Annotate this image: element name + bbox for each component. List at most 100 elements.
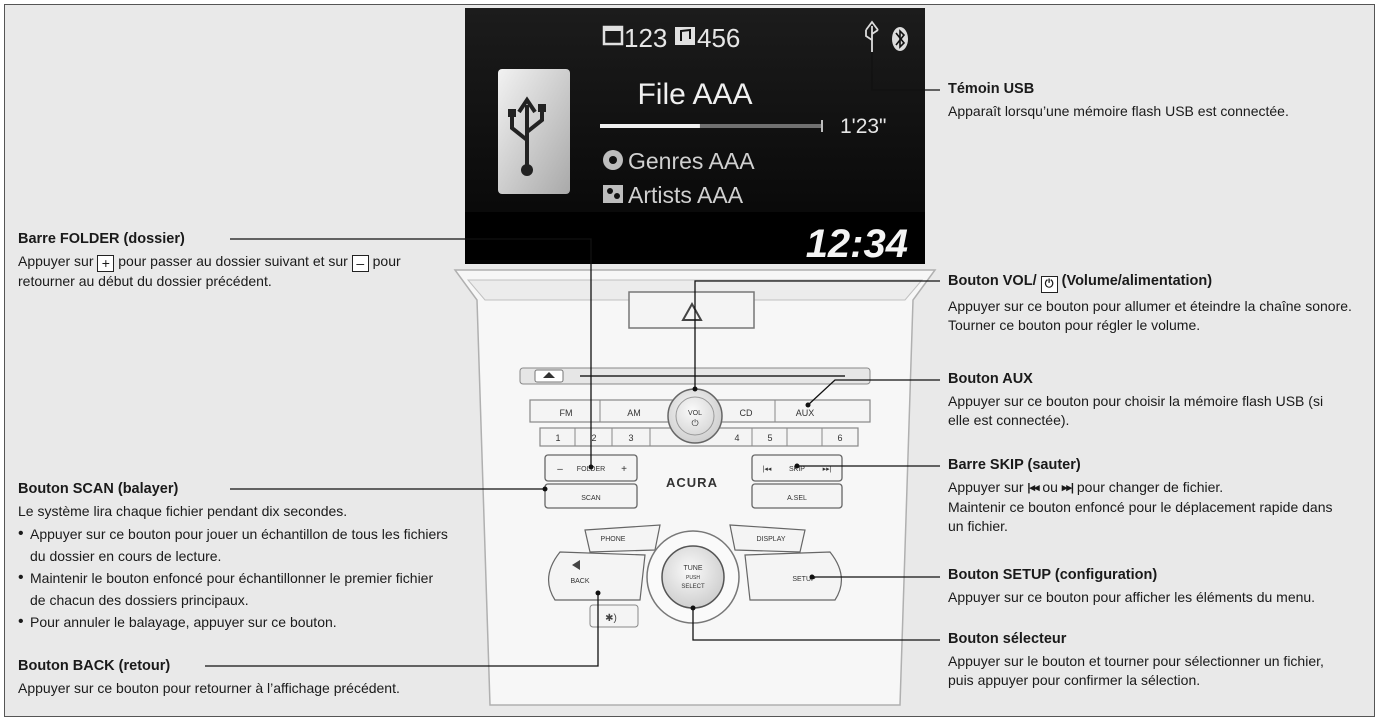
scan-button-desc: Le système lira chaque fichier pendant d… bbox=[18, 503, 348, 519]
folder-desc-part: pour retourner au début du dossier précé… bbox=[18, 253, 401, 289]
skip-bar-label-block: Barre SKIP (sauter) Appuyer sur |◂◂ ou ▸… bbox=[948, 456, 1348, 536]
phone-button[interactable]: PHONE bbox=[584, 524, 661, 553]
aux-button[interactable]: AUX bbox=[796, 408, 815, 418]
am-button[interactable]: AM bbox=[627, 408, 641, 418]
scan-bullet: Pour annuler le balayage, appuyer sur ce… bbox=[18, 611, 448, 633]
callout-dots bbox=[542, 386, 815, 611]
preset-6[interactable]: 6 bbox=[837, 433, 842, 443]
back-button-title: Bouton BACK (retour) bbox=[18, 658, 171, 674]
skip-desc-part: Appuyer sur bbox=[948, 479, 1024, 495]
skip-desc-part: ou bbox=[1042, 479, 1058, 495]
power-key-icon: ⏻ bbox=[1040, 276, 1058, 293]
folder-plus[interactable]: + bbox=[621, 464, 627, 475]
dimmer-button[interactable]: ✱) bbox=[589, 604, 639, 628]
skip-next[interactable]: ▸▸| bbox=[823, 466, 832, 473]
dimmer-icon: ✱) bbox=[605, 613, 617, 624]
cd-button[interactable]: CD bbox=[740, 408, 753, 418]
display-screen: 123 456 File AAA 1'23" Gen bbox=[465, 8, 925, 266]
progress-bar bbox=[600, 120, 823, 132]
track-count: 456 bbox=[697, 23, 740, 53]
back-button[interactable]: BACK bbox=[548, 551, 646, 601]
preset-4[interactable]: 4 bbox=[734, 433, 739, 443]
preset-5[interactable]: 5 bbox=[767, 433, 772, 443]
scan-bullet: Appuyer sur ce bouton pour jouer un écha… bbox=[18, 523, 448, 567]
scan-button-label: SCAN bbox=[581, 495, 600, 502]
phone-button-label: PHONE bbox=[601, 536, 626, 543]
minus-key-icon: – bbox=[351, 255, 369, 272]
hazard-button[interactable] bbox=[628, 291, 755, 329]
usb-indicator-title: Témoin USB bbox=[948, 81, 1035, 97]
bluetooth-icon bbox=[892, 27, 908, 51]
selector-knob[interactable]: TUNE PUSH SELECT bbox=[646, 530, 740, 624]
file-name: File AAA bbox=[637, 78, 752, 111]
selector-knob-desc: Appuyer sur le bouton et tourner pour sé… bbox=[948, 653, 1324, 688]
select-label: SELECT bbox=[681, 584, 705, 590]
folder-icon bbox=[602, 25, 624, 46]
display-button-label: DISPLAY bbox=[756, 536, 785, 543]
folder-bar-desc: Appuyer sur + pour passer au dossier sui… bbox=[18, 252, 438, 291]
setup-button-label-block: Bouton SETUP (configuration) Appuyer sur… bbox=[948, 566, 1348, 607]
scan-bullets: Appuyer sur ce bouton pour jouer un écha… bbox=[18, 523, 448, 633]
push-label: PUSH bbox=[686, 575, 700, 581]
setup-button-label: SETUP bbox=[792, 576, 816, 583]
aux-button-title: Bouton AUX bbox=[948, 371, 1033, 387]
genre-text: Genres AAA bbox=[628, 148, 755, 174]
skip-bar-desc-1: Appuyer sur |◂◂ ou ▸▸| pour changer de f… bbox=[948, 478, 1348, 498]
preset-2[interactable]: 2 bbox=[591, 433, 596, 443]
back-button-label-block: Bouton BACK (retour) Appuyer sur ce bout… bbox=[18, 657, 578, 698]
usb-indicator-label: Témoin USB Apparaît lorsqu’une mémoire f… bbox=[948, 80, 1348, 121]
skip-bar-title: Barre SKIP (sauter) bbox=[948, 457, 1081, 473]
vol-button-label-block: Bouton VOL/ ⏻ (Volume/alimentation) Appu… bbox=[948, 272, 1368, 335]
asel-button[interactable]: A.SEL bbox=[751, 483, 843, 509]
power-icon: ⏻ bbox=[691, 418, 698, 428]
selector-knob-title: Bouton sélecteur bbox=[948, 631, 1067, 647]
selector-callout-line bbox=[692, 608, 940, 641]
folder-minus[interactable]: – bbox=[557, 464, 563, 475]
folder-callout-line bbox=[230, 238, 592, 467]
fm-button[interactable]: FM bbox=[560, 408, 573, 418]
vol-knob-label: VOL bbox=[688, 410, 702, 417]
artist-icon bbox=[603, 185, 623, 203]
asel-button-label: A.SEL bbox=[787, 495, 807, 502]
vol-button-desc-2: Tourner ce bouton pour régler le volume. bbox=[948, 317, 1201, 333]
back-callout-line bbox=[205, 593, 599, 667]
artist-text: Artists AAA bbox=[628, 182, 744, 208]
folder-desc-part: sur bbox=[328, 253, 348, 269]
usb-callout-line bbox=[871, 52, 940, 91]
vol-title-part: Bouton VOL/ bbox=[948, 273, 1037, 289]
elapsed-time: 1'23" bbox=[840, 115, 887, 138]
vol-knob[interactable]: VOL ⏻ bbox=[667, 388, 723, 444]
scan-button-title: Bouton SCAN (balayer) bbox=[18, 481, 179, 497]
eject-button[interactable] bbox=[534, 369, 564, 383]
setup-button[interactable]: SETUP bbox=[744, 551, 842, 601]
aux-button-desc: Appuyer sur ce bouton pour choisir la mé… bbox=[948, 393, 1324, 428]
folder-desc-part: pour passer au dossier suivant et bbox=[118, 253, 325, 269]
display-button[interactable]: DISPLAY bbox=[729, 524, 806, 553]
tune-label: TUNE bbox=[683, 565, 702, 572]
vol-title-part: (Volume/alimentation) bbox=[1061, 273, 1213, 289]
folder-bar-title: Barre FOLDER (dossier) bbox=[18, 231, 185, 247]
usb-indicator-desc: Apparaît lorsqu’une mémoire flash USB es… bbox=[948, 103, 1289, 119]
folder-count: 123 bbox=[624, 23, 667, 53]
preset-1[interactable]: 1 bbox=[555, 433, 560, 443]
skip-bar-label: SKIP bbox=[789, 466, 805, 473]
aux-callout-line bbox=[807, 379, 940, 406]
scan-button[interactable]: SCAN bbox=[544, 483, 638, 509]
selector-knob-label-block: Bouton sélecteur Appuyer sur le bouton e… bbox=[948, 630, 1348, 690]
track-icon bbox=[675, 27, 695, 45]
callout-lines bbox=[205, 52, 940, 667]
skip-desc-part: pour changer de fichier. bbox=[1076, 479, 1224, 495]
scan-button-label-block: Bouton SCAN (balayer) Le système lira ch… bbox=[18, 480, 448, 633]
genre-icon bbox=[603, 150, 623, 170]
skip-prev[interactable]: |◂◂ bbox=[763, 466, 772, 473]
vol-button-title: Bouton VOL/ ⏻ (Volume/alimentation) bbox=[948, 272, 1368, 293]
usb-source-tile bbox=[498, 69, 570, 194]
plus-key-icon: + bbox=[97, 255, 115, 272]
brand-logo: ACURA bbox=[666, 475, 718, 490]
preset-3[interactable]: 3 bbox=[628, 433, 633, 443]
back-button-label: BACK bbox=[570, 578, 589, 585]
clock: 12:34 bbox=[806, 222, 908, 266]
folder-bar-label-block: Barre FOLDER (dossier) Appuyer sur + pou… bbox=[18, 230, 438, 291]
aux-button-label-block: Bouton AUX Appuyer sur ce bouton pour ch… bbox=[948, 370, 1348, 430]
